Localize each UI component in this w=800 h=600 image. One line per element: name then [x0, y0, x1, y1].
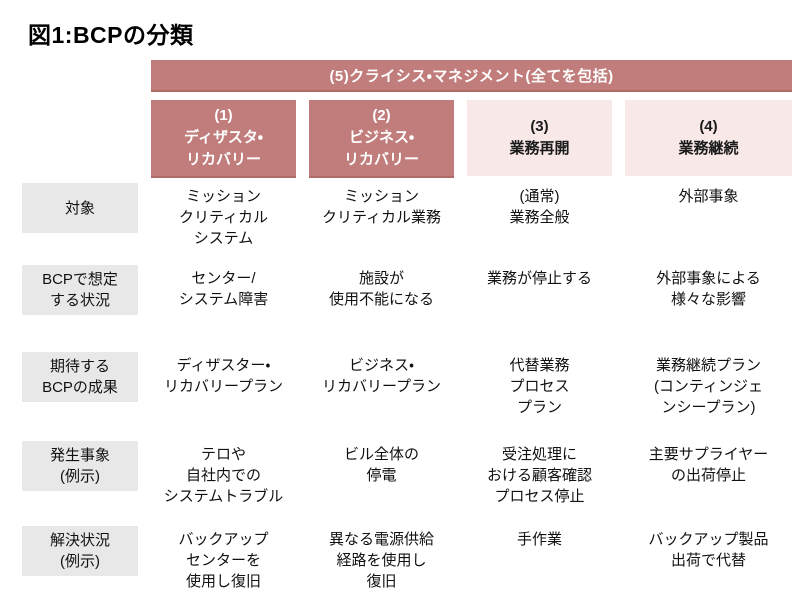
- cell: ミッション クリティカル業務: [321, 188, 442, 226]
- column-header-business-recovery: (2) ビジネス・ リカバリー: [309, 100, 454, 178]
- cell: バックアップ センターを 使用し復旧: [178, 531, 269, 590]
- cell: 外部事象による 様々な影響: [656, 270, 761, 308]
- cell: 手作業: [516, 531, 562, 548]
- cell: 外部事象: [678, 188, 739, 205]
- row-label: 対象: [22, 183, 138, 233]
- cell: (通常) 業務全般: [509, 188, 570, 226]
- column-header-disaster-recovery: (1) ディザスタ・ リカバリー: [151, 100, 296, 178]
- table-row-target: 対象 ミッション クリティカル システム ミッション クリティカル業務 (通常)…: [22, 183, 792, 265]
- table-row-expected-outcome: 期待する BCPの成果 ディザスター・ リカバリープラン ビジネス・ リカバリー…: [22, 352, 792, 441]
- table-row-assumed-situation: BCPで想定 する状況 センター/ システム障害 施設が 使用不能になる 業務が…: [22, 265, 792, 352]
- cell: ビジネス・ リカバリープラン: [321, 357, 442, 395]
- table-row-example-resolution: 解決状況 (例示) バックアップ センターを 使用し復旧 異なる電源供給 経路を…: [22, 526, 792, 598]
- cell: 異なる電源供給 経路を使用し 復旧: [328, 531, 434, 590]
- cell: ディザスター・ リカバリープラン: [163, 357, 284, 395]
- column-header-business-continuity: (4) 業務継続: [625, 100, 792, 176]
- cell: 施設が 使用不能になる: [328, 270, 434, 308]
- row-label: 発生事象 (例示): [22, 441, 138, 491]
- cell: バックアップ製品 出荷で代替: [648, 531, 769, 569]
- table-row-example-events: 発生事象 (例示) テロや 自社内での システムトラブル ビル全体の 停電 受注…: [22, 441, 792, 526]
- row-label: 解決状況 (例示): [22, 526, 138, 576]
- cell: 受注処理に おける顧客確認 プロセス停止: [486, 446, 592, 505]
- row-label: BCPで想定 する状況: [22, 265, 138, 315]
- cell: テロや 自社内での システムトラブル: [163, 446, 284, 505]
- column-header-row: (1) ディザスタ・ リカバリー (2) ビジネス・ リカバリー (3) 業務再…: [22, 100, 792, 178]
- row-label: 期待する BCPの成果: [22, 352, 138, 402]
- cell: 業務継続プラン (コンティンジェ ンシープラン): [653, 357, 764, 416]
- page-title: 図1:BCPの分類: [28, 22, 194, 48]
- cell: 主要サプライヤー の出荷停止: [648, 446, 769, 484]
- column-header-business-resumption: (3) 業務再開: [467, 100, 612, 176]
- cell: ビル全体の 停電: [343, 446, 419, 484]
- banner-row: (5)クライシス・マネジメント(全てを包括): [22, 60, 792, 92]
- cell: 業務が停止する: [486, 270, 592, 287]
- bcp-table: (5)クライシス・マネジメント(全てを包括) (1) ディザスタ・ リカバリー …: [22, 60, 792, 598]
- cell: ミッション クリティカル システム: [178, 188, 269, 247]
- crisis-management-banner: (5)クライシス・マネジメント(全てを包括): [151, 60, 792, 92]
- cell: 代替業務 プロセス プラン: [509, 357, 570, 416]
- cell: センター/ システム障害: [178, 270, 269, 308]
